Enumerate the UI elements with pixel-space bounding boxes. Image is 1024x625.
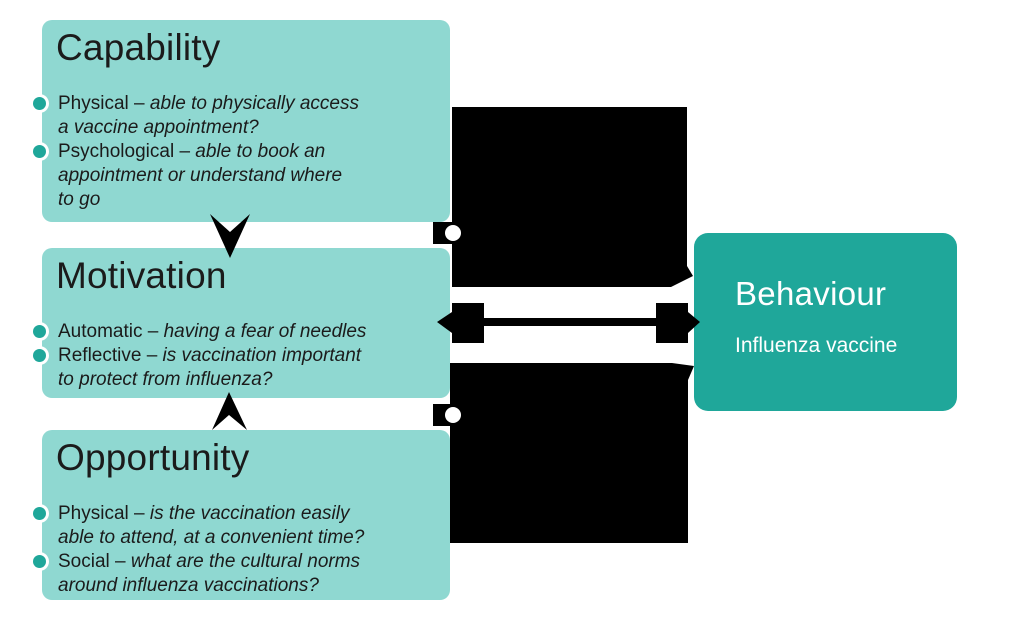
- opportunity-to-behaviour-arrow-body: [450, 363, 694, 543]
- bullet-line: a vaccine appointment?: [58, 116, 450, 140]
- behaviour-box: Behaviour Influenza vaccine: [694, 233, 957, 411]
- bullet-text-segment: a vaccine appointment?: [58, 117, 259, 138]
- bullet-line: able to attend, at a convenient time?: [58, 526, 450, 550]
- bullet-text-segment: Physical –: [58, 503, 150, 524]
- capability-box: Capability Physical – able to physically…: [33, 20, 450, 222]
- bullet-dot-icon: [33, 349, 46, 362]
- bullet-line: to protect from influenza?: [58, 368, 450, 392]
- bullet-line: Reflective – is vaccination important: [58, 344, 450, 368]
- capability-to-behaviour-arrow-body: [452, 107, 693, 287]
- bullet-line: Physical – able to physically access: [58, 92, 450, 116]
- bullet-text-segment: what are the cultural norms: [130, 551, 361, 572]
- opportunity-arrow-notch: [445, 407, 461, 423]
- motivation-title: Motivation: [56, 255, 227, 296]
- capability-to-behaviour-arrow: [433, 107, 693, 287]
- bullet-text-segment: to protect from influenza?: [58, 369, 273, 390]
- double-arrow-shaft: [448, 318, 692, 326]
- behaviour-title: Behaviour: [735, 275, 887, 312]
- bullet-text-segment: Physical –: [58, 93, 150, 114]
- motivation-box: Motivation Automatic – having a fear of …: [33, 248, 450, 398]
- bullet-text-segment: able to book an: [195, 141, 326, 162]
- bullet-text-segment: Reflective –: [58, 345, 163, 366]
- bullet-line: Physical – is the vaccination easily: [58, 502, 450, 526]
- motivation-behaviour-double-arrow: [437, 303, 700, 343]
- bullet-dot-icon: [33, 555, 46, 568]
- bullet-dot-icon: [33, 325, 46, 338]
- opportunity-box: Opportunity Physical – is the vaccinatio…: [33, 430, 450, 600]
- bullet-text-segment: is vaccination important: [162, 345, 362, 366]
- capability-to-behaviour-arrow-tail: [433, 222, 452, 244]
- double-arrow-left-head-block: [452, 303, 484, 343]
- bullet-text-segment: to go: [58, 189, 101, 210]
- bullet-line: to go: [58, 188, 450, 212]
- bullet-text-segment: around influenza vaccinations?: [58, 575, 319, 596]
- bullet-text-segment: is the vaccination easily: [149, 503, 350, 524]
- capability-title: Capability: [56, 27, 221, 68]
- bullet-dot-icon: [33, 97, 46, 110]
- behaviour-subtitle: Influenza vaccine: [735, 334, 898, 357]
- capability-arrow-notch: [445, 225, 461, 241]
- opportunity-title: Opportunity: [56, 437, 250, 478]
- bullet-text-segment: able to attend, at a convenient time?: [58, 527, 365, 548]
- bullet-line: around influenza vaccinations?: [58, 574, 450, 598]
- bullet-text-segment: Social –: [58, 551, 131, 572]
- bullet-line: appointment or understand where: [58, 164, 450, 188]
- bullet-text-segment: Automatic –: [58, 321, 164, 342]
- bullet-text-segment: Psychological –: [58, 141, 196, 162]
- bullet-line: Psychological – able to book an: [58, 140, 450, 164]
- opportunity-to-behaviour-arrow-tail: [433, 404, 452, 426]
- bullet-dot-icon: [33, 145, 46, 158]
- bullet-text-segment: able to physically access: [149, 93, 359, 114]
- bullet-line: Social – what are the cultural norms: [58, 550, 450, 574]
- bullet-line: Automatic – having a fear of needles: [58, 320, 450, 344]
- bullet-text-segment: appointment or understand where: [58, 165, 343, 186]
- opportunity-to-behaviour-arrow: [433, 363, 694, 543]
- double-arrow-right-head-block: [656, 303, 688, 343]
- bullet-dot-icon: [33, 507, 46, 520]
- bullet-text-segment: having a fear of needles: [163, 321, 367, 342]
- bullet-item: Automatic – having a fear of needles: [33, 320, 450, 344]
